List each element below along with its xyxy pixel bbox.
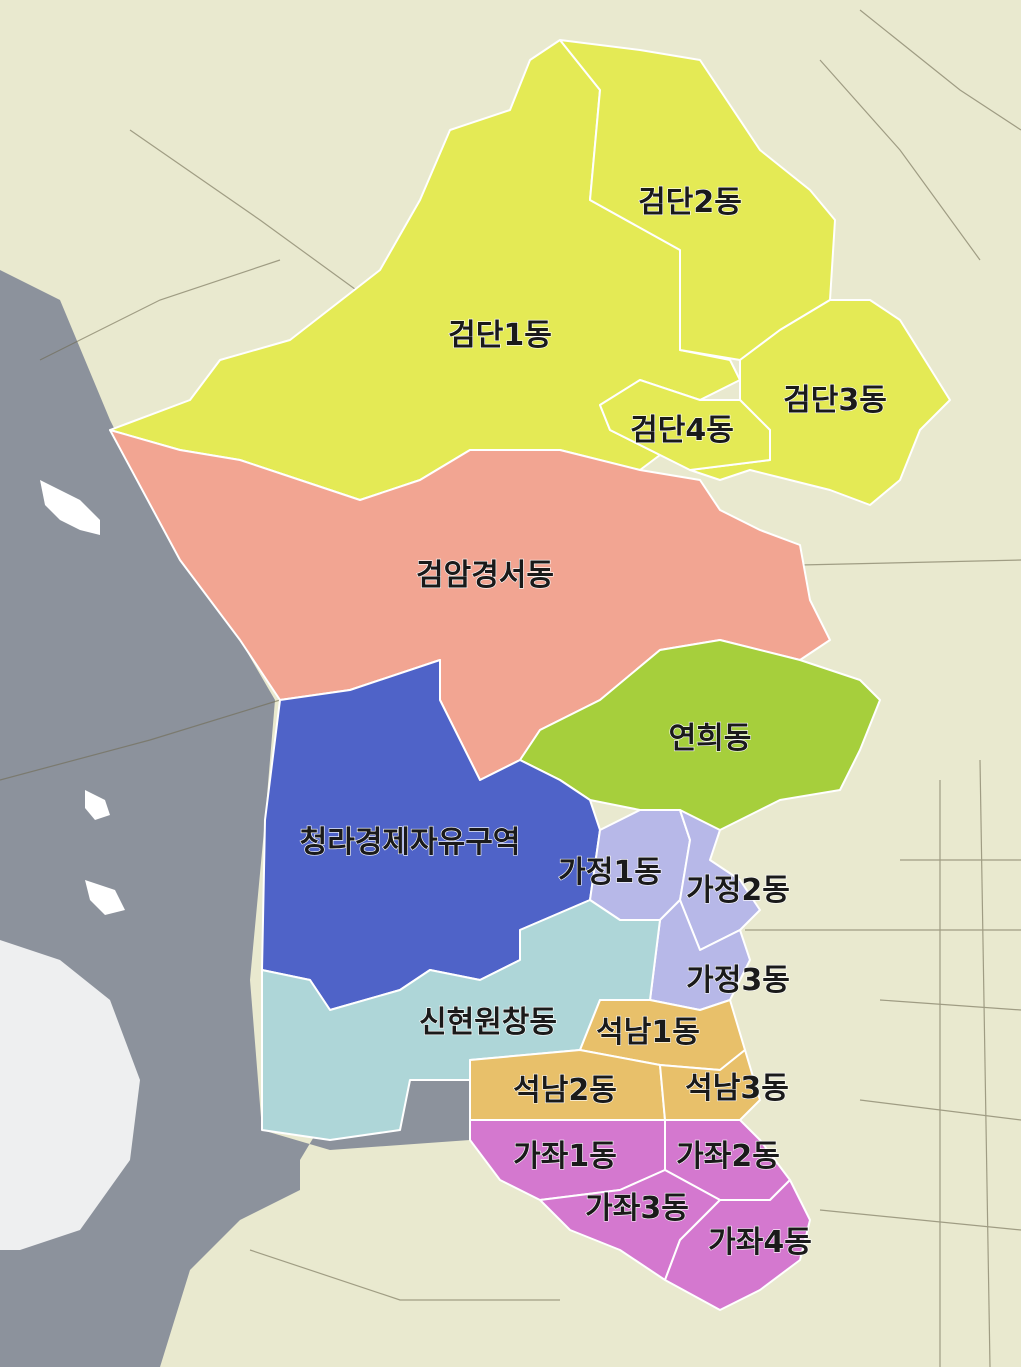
label-gajwa4: 가좌4동 xyxy=(708,1225,812,1260)
label-seoknam3: 석남3동 xyxy=(685,1071,789,1106)
label-gajwa1: 가좌1동 xyxy=(513,1139,617,1174)
label-seoknam2: 석남2동 xyxy=(513,1073,617,1108)
road xyxy=(39,259,281,361)
road xyxy=(859,1099,1021,1121)
road xyxy=(249,1249,560,1301)
label-geomdan1: 검단1동 xyxy=(448,318,552,353)
label-geomam: 검암경서동 xyxy=(416,558,554,593)
region-gajeong2[interactable] xyxy=(679,809,761,951)
island xyxy=(40,480,100,535)
region-yeonhui[interactable] xyxy=(519,639,881,831)
road xyxy=(799,559,1021,566)
road xyxy=(819,59,981,261)
road-network xyxy=(0,9,1021,1367)
label-geomdan4: 검단4동 xyxy=(630,413,734,448)
label-gajeong1: 가정1동 xyxy=(558,855,662,890)
sea-bay xyxy=(0,940,140,1250)
label-seoknam1: 석남1동 xyxy=(596,1015,700,1050)
island xyxy=(85,880,125,915)
island xyxy=(85,790,110,820)
road xyxy=(819,1209,1021,1231)
label-geomdan2: 검단2동 xyxy=(638,185,742,220)
label-sinhyeon: 신현원창동 xyxy=(419,1005,557,1040)
district-regions xyxy=(109,39,951,1311)
region-geomdan4[interactable] xyxy=(599,379,771,471)
label-gajeong3: 가정3동 xyxy=(686,963,790,998)
label-gajwa3: 가좌3동 xyxy=(585,1191,689,1226)
label-gajwa2: 가좌2동 xyxy=(676,1139,780,1174)
label-cheongna: 청라경제자유구역 xyxy=(300,825,521,860)
road xyxy=(979,759,991,1367)
label-geomdan3: 검단3동 xyxy=(783,383,887,418)
road xyxy=(859,9,1021,131)
road xyxy=(129,129,371,301)
road xyxy=(879,999,1021,1011)
region-gajwa4[interactable] xyxy=(664,1179,811,1311)
label-yeonhui: 연희동 xyxy=(669,721,752,756)
label-gajeong2: 가정2동 xyxy=(686,873,790,908)
district-labels: 검단1동 검단2동 검단3동 검단4동 검암경서동 연희동 청라경제자유구역 가… xyxy=(299,184,887,1260)
region-sinhyeon[interactable] xyxy=(261,899,661,1141)
road xyxy=(0,699,281,781)
